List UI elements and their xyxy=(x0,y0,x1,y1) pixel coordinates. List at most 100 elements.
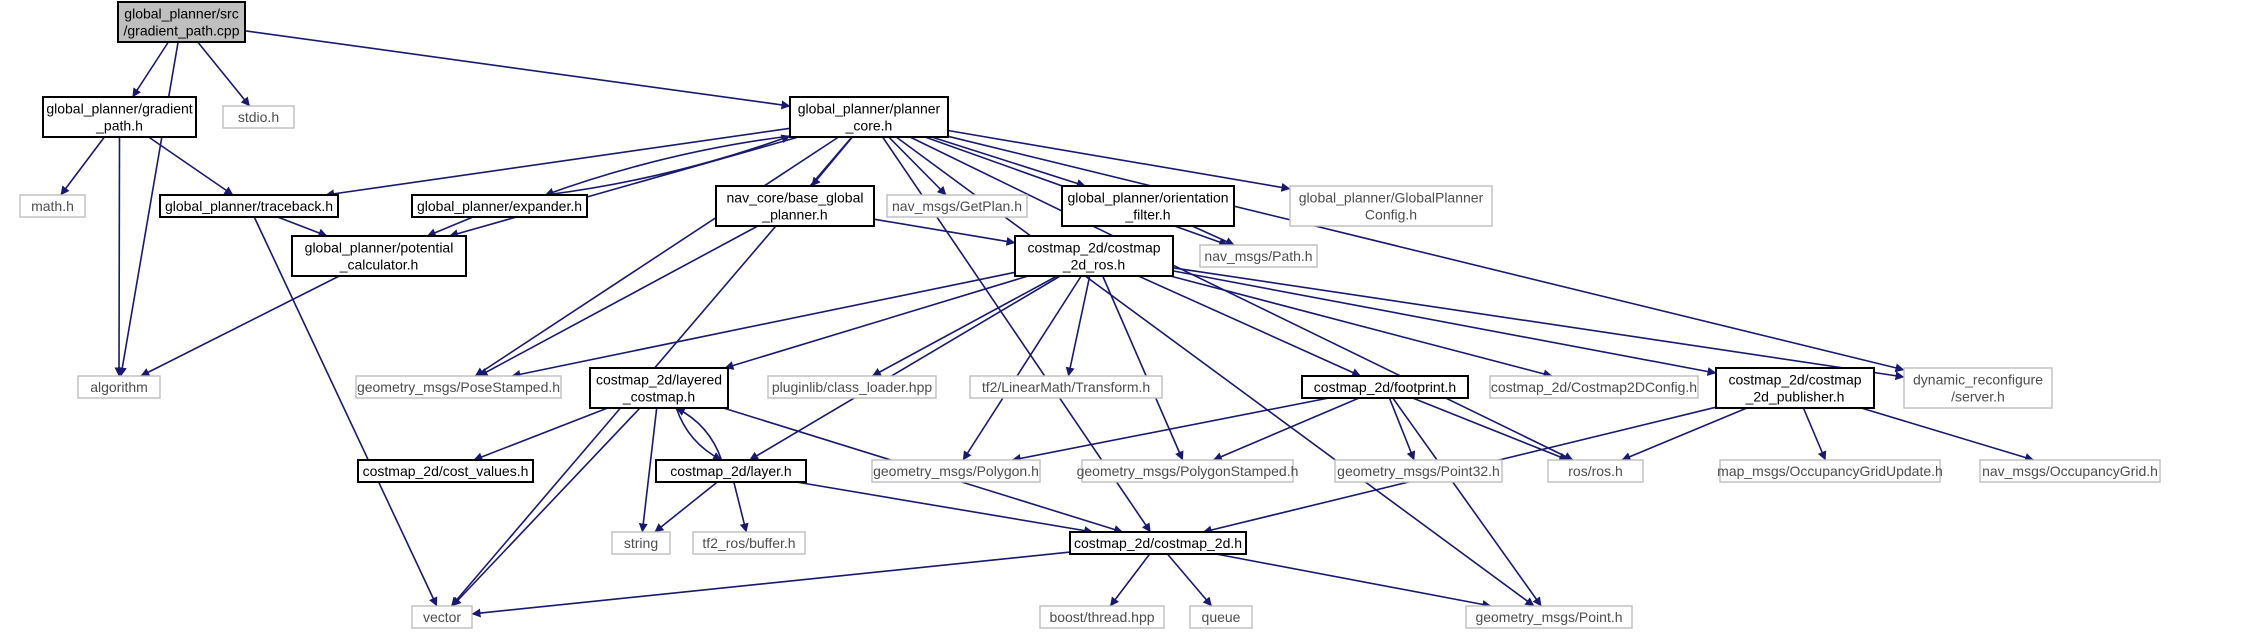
edge-planner_core_h-to-posestamped_h xyxy=(474,136,840,377)
node-label: algorithm xyxy=(90,379,148,395)
node-label: stdio.h xyxy=(238,109,279,125)
edge-planner_core_h-to-expander_h xyxy=(544,135,791,197)
node-label: /gradient_path.cpp xyxy=(124,23,240,39)
node-box xyxy=(117,1,246,43)
node-label: math.h xyxy=(31,198,74,214)
node-label: costmap_2d/costmap xyxy=(1728,372,1861,388)
edge-planner_core_h-to-ros_h xyxy=(909,136,1574,461)
node-traceback_h[interactable]: global_planner/traceback.h xyxy=(159,194,339,218)
node-label: geometry_msgs/Point.h xyxy=(1475,609,1622,625)
node-dynreconf_server_h: dynamic_reconfigure/server.h xyxy=(1903,367,2053,409)
node-box xyxy=(767,375,937,399)
node-box xyxy=(1014,235,1174,277)
node-box xyxy=(789,96,949,138)
edge-layer_h-to-buffer_h xyxy=(733,481,749,533)
edge-layered_costmap_h-to-string xyxy=(638,407,658,533)
node-box xyxy=(222,105,295,129)
edge-planner_core_h-to-dynreconf_server_h xyxy=(947,135,1905,373)
node-path_h: nav_msgs/Path.h xyxy=(1199,244,1318,268)
node-box xyxy=(1719,459,1941,483)
node-stdio_h: stdio.h xyxy=(222,105,295,129)
node-layer_h[interactable]: costmap_2d/layer.h xyxy=(655,459,807,483)
node-cost_values_h[interactable]: costmap_2d/cost_values.h xyxy=(357,459,534,483)
node-label: vector xyxy=(423,609,461,625)
edge-layered_costmap_h-to-cost_values_h xyxy=(473,407,608,462)
node-box xyxy=(1289,185,1493,227)
edge-potential_calculator_h-to-algorithm xyxy=(140,275,340,377)
node-label: costmap_2d/layer.h xyxy=(670,463,791,479)
node-box xyxy=(19,194,86,218)
node-math_h: math.h xyxy=(19,194,86,218)
edge-traceback_h-to-vector xyxy=(253,216,438,607)
node-costmap_2d_publisher_h[interactable]: costmap_2d/costmap_2d_publisher.h xyxy=(1715,367,1875,409)
node-box xyxy=(1199,244,1318,268)
node-label: map_msgs/OccupancyGridUpdate.h xyxy=(1717,463,1943,479)
edge-layer_h-to-layered_costmap_h xyxy=(675,407,723,461)
node-label: costmap_2d/footprint.h xyxy=(1314,379,1456,395)
node-box xyxy=(291,235,467,277)
node-label: _filter.h xyxy=(1124,207,1170,223)
node-label: /server.h xyxy=(1951,389,2005,405)
node-gradient_path_h[interactable]: global_planner/gradient_path.h xyxy=(42,96,197,138)
node-label: nav_msgs/GetPlan.h xyxy=(892,198,1022,214)
node-orientation_filter_h[interactable]: global_planner/orientation_filter.h xyxy=(1061,185,1235,227)
node-label: string xyxy=(624,535,658,551)
node-label: tf2/LinearMath/Transform.h xyxy=(982,379,1150,395)
node-box xyxy=(1547,459,1644,483)
edge-costmap_2d_publisher_h-to-occupancygridupdate_h xyxy=(1802,407,1827,461)
node-label: tf2_ros/buffer.h xyxy=(702,535,795,551)
node-box xyxy=(77,375,161,399)
edge-layered_costmap_h-to-vector xyxy=(451,407,641,607)
node-string: string xyxy=(611,531,671,555)
edge-costmap_2d_ros_h-to-polygonstamped_h xyxy=(1101,275,1184,461)
node-buffer_h: tf2_ros/buffer.h xyxy=(692,531,806,555)
edge-costmap_2d_h-to-point_h xyxy=(1215,553,1492,609)
node-label: global_planner/src xyxy=(124,6,238,22)
node-gradient_path_cpp[interactable]: global_planner/src/gradient_path.cpp xyxy=(117,1,246,43)
edge-costmap_2d_ros_h-to-layer_h xyxy=(749,275,1061,461)
edge-costmap_2d_ros_h-to-class_loader_hpp xyxy=(871,275,1058,377)
node-label: costmap_2d/Costmap2DConfig.h xyxy=(1491,379,1697,395)
node-polygon_h: geometry_msgs/Polygon.h xyxy=(871,459,1041,483)
node-label: costmap_2d/layered xyxy=(596,372,722,388)
node-queue: queue xyxy=(1189,605,1253,629)
node-footprint_h[interactable]: costmap_2d/footprint.h xyxy=(1301,375,1469,399)
node-label: global_planner/expander.h xyxy=(417,198,582,214)
node-label: global_planner/traceback.h xyxy=(165,198,333,214)
node-costmap_2d_ros_h[interactable]: costmap_2d/costmap_2d_ros.h xyxy=(1014,235,1174,277)
node-box xyxy=(1061,185,1235,227)
node-label: _path.h xyxy=(95,118,143,134)
edge-expander_h-to-potential_calculator_h xyxy=(426,216,474,237)
node-box xyxy=(159,194,339,218)
node-label: costmap_2d/cost_values.h xyxy=(363,463,529,479)
edge-gradient_path_cpp-to-stdio_h xyxy=(197,41,251,107)
node-label: global_planner/GlobalPlanner xyxy=(1299,190,1484,206)
node-box xyxy=(715,185,875,227)
edge-planner_core_h-to-orientation_filter_h xyxy=(931,136,1086,188)
edge-gradient_path_cpp-to-planner_core_h xyxy=(244,30,791,110)
node-label: global_planner/planner xyxy=(798,101,941,117)
node-box xyxy=(1189,605,1253,629)
node-potential_calculator_h[interactable]: global_planner/potential_calculator.h xyxy=(291,235,467,277)
node-box xyxy=(1715,367,1875,409)
node-box xyxy=(411,194,588,218)
edge-costmap_2d_publisher_h-to-ros_h xyxy=(1621,407,1748,461)
node-expander_h[interactable]: global_planner/expander.h xyxy=(411,194,588,218)
node-base_global_planner_h[interactable]: nav_core/base_global_planner.h xyxy=(715,185,875,227)
node-planner_core_h[interactable]: global_planner/planner_core.h xyxy=(789,96,949,138)
edge-costmap_2d_ros_h-to-polygon_h xyxy=(962,275,1082,461)
node-costmap_2d_h[interactable]: costmap_2d/costmap_2d.h xyxy=(1069,531,1247,555)
node-label: global_planner/orientation xyxy=(1067,190,1228,206)
node-class_loader_hpp: pluginlib/class_loader.hpp xyxy=(767,375,937,399)
node-label: _2d_ros.h xyxy=(1062,257,1125,273)
node-occupancygrid_h: nav_msgs/OccupancyGrid.h xyxy=(1979,459,2161,483)
edge-layer_h-to-string xyxy=(654,481,718,533)
nodes-layer: global_planner/src/gradient_path.cppglob… xyxy=(19,1,2161,629)
edge-layered_costmap_h-to-layer_h xyxy=(675,407,722,461)
node-label: geometry_msgs/Point32.h xyxy=(1337,463,1500,479)
node-layered_costmap_h[interactable]: costmap_2d/layered_costmap.h xyxy=(589,367,729,409)
node-getplan_h: nav_msgs/GetPlan.h xyxy=(886,194,1028,218)
edges-layer xyxy=(60,30,2035,618)
node-box xyxy=(1301,375,1469,399)
